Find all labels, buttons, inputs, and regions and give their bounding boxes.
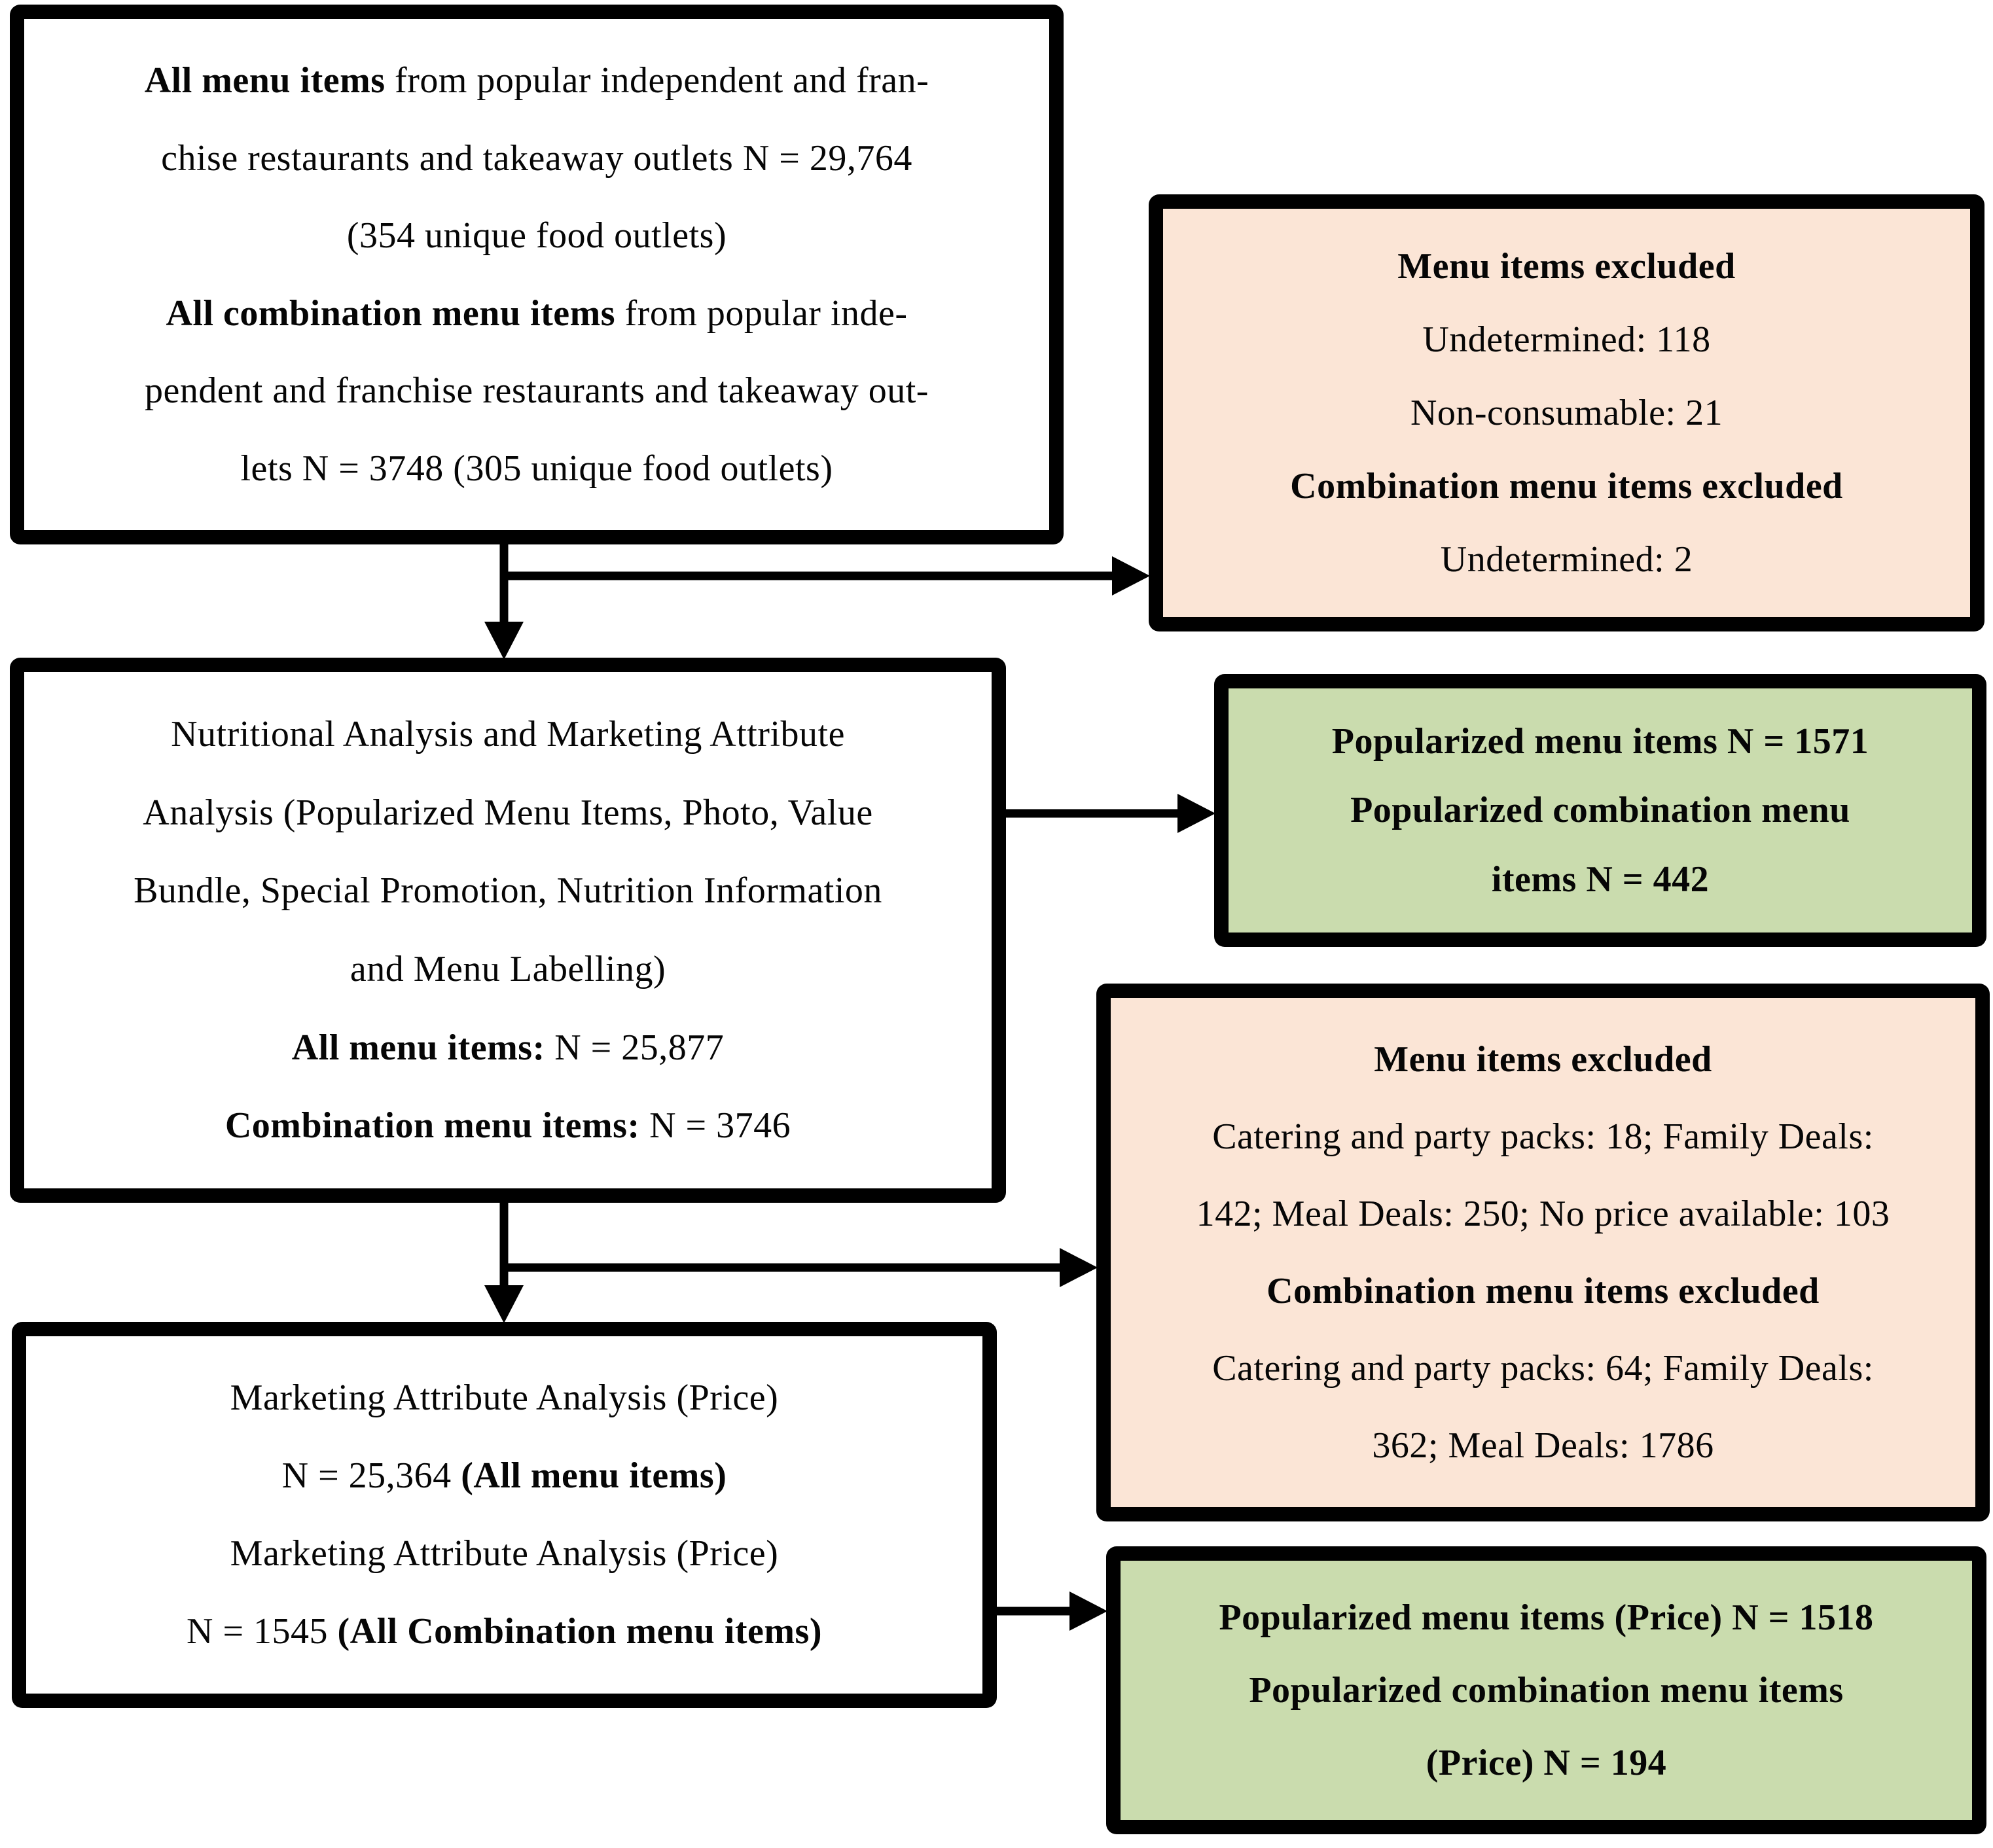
text-segment: Undetermined: 118: [1422, 319, 1711, 360]
text-line: chise restaurants and takeaway outlets N…: [161, 137, 912, 179]
text-line: Catering and party packs: 64; Family Dea…: [1212, 1347, 1874, 1389]
box-menu-items-excluded-1: Menu items excluded Undetermined: 118 No…: [1149, 194, 1984, 631]
text-line: Analysis (Popularized Menu Items, Photo,…: [143, 792, 872, 834]
text-line: N = 25,364 (All menu items): [282, 1455, 727, 1497]
text-segment: N = 25,877: [545, 1027, 725, 1068]
text-segment: Marketing Attribute Analysis (Price): [230, 1377, 779, 1419]
arrow-price-to-popularized2: [997, 1591, 1107, 1631]
box-marketing-attribute-price: Marketing Attribute Analysis (Price) N =…: [12, 1322, 997, 1708]
text-line: Popularized menu items (Price) N = 1518: [1219, 1597, 1873, 1639]
text-line: Marketing Attribute Analysis (Price): [230, 1377, 779, 1419]
text-line: Nutritional Analysis and Marketing Attri…: [171, 713, 845, 755]
text-segment: Menu items excluded: [1374, 1039, 1712, 1080]
box-popularized-menu-items: Popularized menu items N = 1571 Populari…: [1214, 674, 1986, 947]
text-line: items N = 442: [1492, 859, 1709, 900]
text-segment: (Price) N = 194: [1426, 1742, 1667, 1783]
text-line: All menu items: N = 25,877: [292, 1027, 725, 1069]
text-segment: (All Combination menu items): [337, 1611, 822, 1652]
text-line: Popularized combination menu items: [1249, 1669, 1843, 1711]
text-line: pendent and franchise restaurants and ta…: [145, 370, 929, 412]
text-line: 362; Meal Deals: 1786: [1372, 1425, 1714, 1466]
text-segment: Combination menu items excluded: [1290, 465, 1843, 506]
text-segment: lets N = 3748 (305 unique food outlets): [240, 448, 833, 489]
text-segment: from popular inde-: [615, 293, 908, 334]
text-line: Marketing Attribute Analysis (Price): [230, 1533, 779, 1574]
text-segment: from popular independent and fran-: [385, 60, 929, 101]
text-line: Menu items excluded: [1397, 245, 1736, 287]
text-line: Catering and party packs: 18; Family Dea…: [1212, 1116, 1874, 1158]
text-segment: N = 25,364: [281, 1455, 461, 1497]
text-line: Undetermined: 118: [1422, 319, 1710, 361]
text-segment: Undetermined: 2: [1440, 539, 1693, 580]
text-segment: Popularized menu items N = 1571: [1331, 720, 1869, 762]
text-line: (Price) N = 194: [1426, 1742, 1666, 1784]
text-line: and Menu Labelling): [350, 948, 666, 990]
text-segment: N = 1545: [187, 1611, 338, 1652]
arrow-analysis-to-popularized1: [1006, 794, 1215, 833]
text-line: All menu items from popular independent …: [145, 60, 929, 101]
text-line: Combination menu items: N = 3746: [225, 1105, 791, 1146]
box-nutritional-marketing-analysis: Nutritional Analysis and Marketing Attri…: [10, 658, 1006, 1203]
text-line: 142; Meal Deals: 250; No price available…: [1196, 1193, 1890, 1235]
text-line: Undetermined: 2: [1441, 539, 1693, 580]
text-line: Combination menu items excluded: [1266, 1270, 1820, 1312]
arrow-analysis-to-price: [484, 1203, 524, 1323]
text-segment: All combination menu items: [166, 293, 616, 334]
text-segment: Nutritional Analysis and Marketing Attri…: [171, 714, 845, 755]
arrow-analysis-to-excluded2: [500, 1248, 1098, 1287]
text-segment: (All menu items): [461, 1455, 727, 1497]
text-segment: Menu items excluded: [1397, 245, 1736, 287]
text-segment: Popularized combination menu items: [1249, 1669, 1844, 1711]
text-line: Popularized menu items N = 1571: [1332, 720, 1869, 762]
text-segment: Marketing Attribute Analysis (Price): [230, 1533, 779, 1574]
text-segment: pendent and franchise restaurants and ta…: [145, 370, 929, 412]
text-segment: Analysis (Popularized Menu Items, Photo,…: [143, 792, 873, 833]
text-segment: Bundle, Special Promotion, Nutrition Inf…: [134, 870, 882, 912]
text-line: All combination menu items from popular …: [166, 293, 907, 334]
text-segment: N = 3746: [639, 1105, 791, 1146]
text-segment: Popularized combination menu: [1350, 790, 1850, 831]
box-all-menu-items-source: All menu items from popular independent …: [10, 5, 1064, 544]
box-menu-items-excluded-2: Menu items excluded Catering and party p…: [1096, 984, 1990, 1521]
text-segment: Combination menu items:: [224, 1105, 640, 1146]
text-segment: Catering and party packs: 18; Family Dea…: [1212, 1116, 1874, 1157]
text-segment: Catering and party packs: 64; Family Dea…: [1212, 1347, 1874, 1389]
text-line: Combination menu items excluded: [1290, 465, 1843, 507]
text-line: Non-consumable: 21: [1410, 392, 1723, 434]
arrow-source-to-analysis: [484, 544, 524, 660]
box-popularized-menu-items-price: Popularized menu items (Price) N = 1518 …: [1106, 1546, 1986, 1834]
text-line: Menu items excluded: [1374, 1039, 1712, 1080]
text-segment: and Menu Labelling): [350, 949, 666, 990]
text-line: Bundle, Special Promotion, Nutrition Inf…: [134, 870, 882, 912]
text-segment: All menu items:: [291, 1027, 545, 1068]
text-segment: Combination menu items excluded: [1266, 1270, 1820, 1311]
text-segment: (354 unique food outlets): [346, 215, 727, 257]
arrow-source-to-excluded1: [500, 556, 1150, 595]
text-segment: All menu items: [144, 60, 386, 101]
text-segment: Popularized menu items (Price) N = 1518: [1219, 1597, 1874, 1638]
text-segment: Non-consumable: 21: [1410, 392, 1723, 433]
text-line: (354 unique food outlets): [347, 215, 727, 257]
text-segment: 142; Meal Deals: 250; No price available…: [1196, 1193, 1890, 1234]
text-line: Popularized combination menu: [1350, 789, 1850, 831]
text-segment: 362; Meal Deals: 1786: [1372, 1425, 1714, 1466]
text-line: lets N = 3748 (305 unique food outlets): [241, 448, 833, 489]
text-segment: chise restaurants and takeaway outlets N…: [161, 137, 912, 179]
text-segment: items N = 442: [1491, 859, 1710, 900]
text-line: N = 1545 (All Combination menu items): [187, 1610, 822, 1652]
